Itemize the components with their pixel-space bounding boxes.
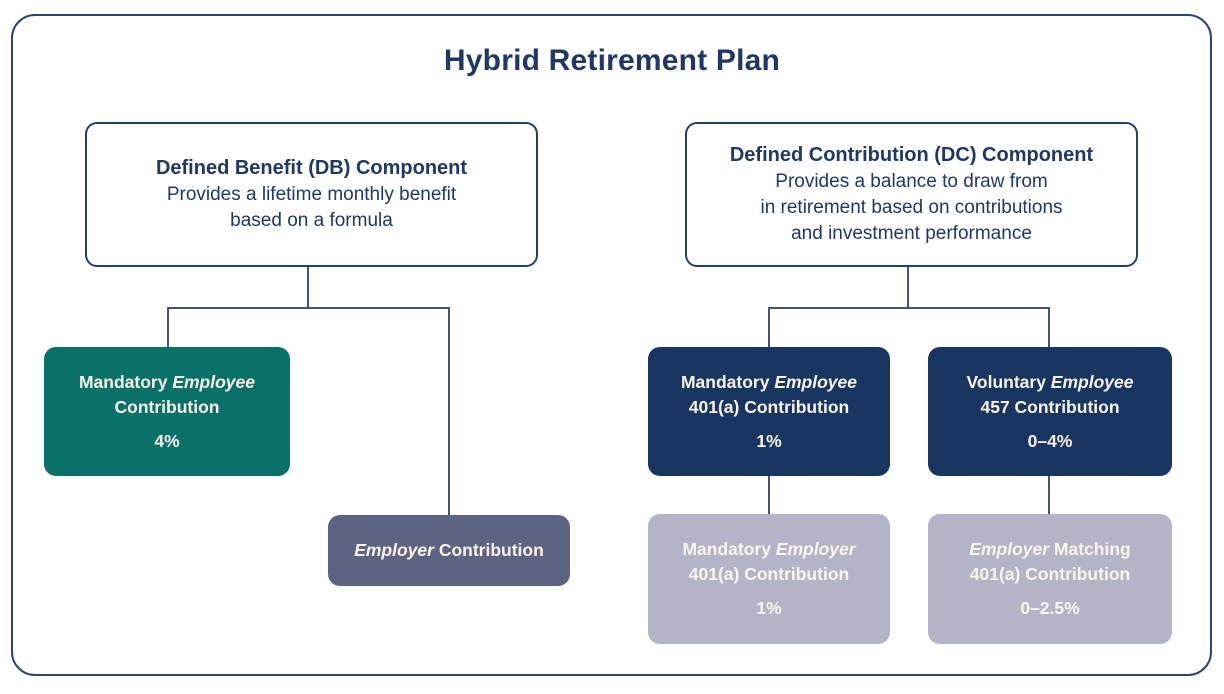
connector-dc-right-drop (1048, 307, 1050, 347)
box-line-2: 401(a) Contribution (969, 564, 1131, 584)
dc-component-desc-line-1: Provides a balance to draw from (775, 171, 1048, 192)
connector-dc-left-drop (768, 307, 770, 347)
db-mandatory-employee-contribution-box: Mandatory Employee Contribution 4% (44, 347, 290, 476)
box-line-1-text: Mandatory (680, 371, 775, 392)
box-value: 0–4% (1027, 430, 1073, 451)
connector-dc-hbar (768, 307, 1050, 309)
box-value: 1% (756, 598, 782, 618)
box-line-1: Employer Matching (969, 537, 1130, 562)
box-line-1-text: Voluntary (966, 371, 1051, 392)
box-line-2: 401(a) Contribution (688, 564, 850, 584)
connector-dc-left-drop-2 (768, 476, 770, 514)
box-line-1: Mandatory Employee (79, 370, 255, 395)
box-line-1-emphasis: Employee (1050, 371, 1134, 392)
connector-dc-right-drop-2 (1048, 476, 1050, 514)
connector-db-stem (307, 267, 309, 309)
box-line-1: Mandatory Employee (681, 370, 857, 395)
box-line-1-text: Matching (1049, 539, 1131, 559)
dc-mandatory-employer-401a-box: Mandatory Employer 401(a) Contribution 1… (648, 514, 890, 644)
box-line-1-text: Contribution (433, 540, 544, 560)
box-line-1-emphasis: Employee (774, 371, 858, 392)
box-line-1: Employer Contribution (354, 538, 544, 563)
connector-dc-stem (907, 267, 909, 309)
dc-voluntary-employee-457-box: Voluntary Employee 457 Contribution 0–4% (928, 347, 1172, 476)
dc-mandatory-employee-401a-box: Mandatory Employee 401(a) Contribution 1… (648, 347, 890, 476)
connector-db-right-drop (448, 307, 450, 515)
db-component-heading: Defined Benefit (DB) Component (155, 157, 468, 179)
dc-component-desc-line-3: and investment performance (791, 223, 1032, 244)
dc-component-box: Defined Contribution (DC) Component Prov… (685, 122, 1138, 267)
dc-component-heading: Defined Contribution (DC) Component (729, 144, 1094, 166)
box-line-1-text: Mandatory (682, 539, 776, 559)
box-line-1-emphasis: Employer (969, 539, 1050, 559)
box-line-1-emphasis: Employer (775, 539, 856, 559)
db-component-box: Defined Benefit (DB) Component Provides … (85, 122, 538, 267)
connector-db-hbar (167, 307, 450, 309)
box-value: 0–2.5% (1020, 598, 1080, 618)
box-line-1: Mandatory Employer (682, 537, 855, 562)
box-line-2: 457 Contribution (980, 396, 1120, 417)
box-line-1-emphasis: Employer (354, 540, 434, 560)
dc-component-desc-line-2: in retirement based on contributions (760, 197, 1063, 218)
db-employer-contribution-box: Employer Contribution (328, 515, 570, 586)
box-line-2: 401(a) Contribution (688, 396, 850, 417)
db-component-desc-line-1: Provides a lifetime monthly benefit (166, 184, 457, 205)
connector-db-left-drop (167, 307, 169, 347)
dc-employer-matching-401a-box: Employer Matching 401(a) Contribution 0–… (928, 514, 1172, 644)
db-component-desc-line-2: based on a formula (230, 210, 393, 231)
box-line-1: Voluntary Employee (967, 370, 1134, 395)
diagram-title: Hybrid Retirement Plan (443, 44, 781, 77)
box-value: 1% (756, 430, 782, 451)
box-line-1-text: Mandatory (78, 371, 173, 392)
box-value: 4% (154, 430, 180, 451)
box-line-2: Contribution (114, 396, 220, 417)
box-line-1-emphasis: Employee (172, 371, 256, 392)
